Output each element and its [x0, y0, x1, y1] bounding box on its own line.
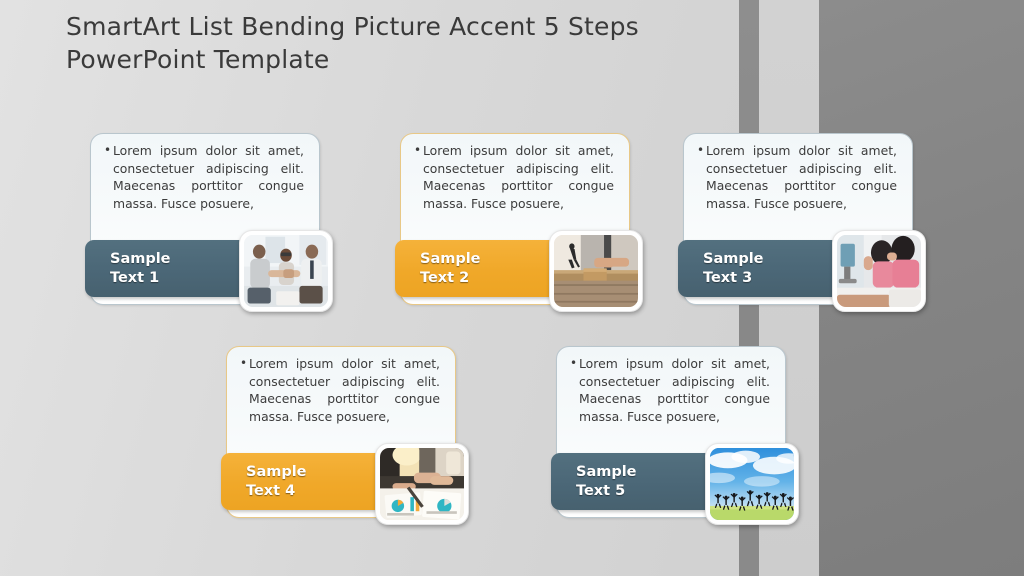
card-thumbnail-4[interactable] — [375, 443, 469, 525]
bullet-icon: • — [414, 143, 422, 157]
card-text-1: • Lorem ipsum dolor sit amet, consectetu… — [104, 142, 304, 212]
card-paragraph-4: Lorem ipsum dolor sit amet, consectetuer… — [249, 356, 440, 424]
wooden-step-blocks-photo — [554, 235, 638, 307]
card-text-3: • Lorem ipsum dolor sit amet, consectetu… — [697, 142, 897, 212]
team-desk-discussion-photo — [837, 235, 921, 307]
card-thumbnail-5[interactable] — [705, 443, 799, 525]
bullet-icon: • — [570, 356, 578, 370]
step-card-1[interactable]: • Lorem ipsum dolor sit amet, consectetu… — [85, 133, 350, 323]
bullet-icon: • — [697, 143, 705, 157]
step-card-4[interactable]: • Lorem ipsum dolor sit amet, consectetu… — [221, 346, 486, 536]
slide-title: SmartArt List Bending Picture Accent 5 S… — [66, 12, 639, 74]
card-thumbnail-2[interactable] — [549, 230, 643, 312]
card-paragraph-3: Lorem ipsum dolor sit amet, consectetuer… — [706, 143, 897, 211]
bullet-icon: • — [104, 143, 112, 157]
card-paragraph-1: Lorem ipsum dolor sit amet, consectetuer… — [113, 143, 304, 211]
card-text-2: • Lorem ipsum dolor sit amet, consectetu… — [414, 142, 614, 212]
card-label-1: Sample Text 1 — [110, 250, 171, 286]
card-text-5: • Lorem ipsum dolor sit amet, consectetu… — [570, 355, 770, 425]
bullet-icon: • — [240, 356, 248, 370]
card-label-4: Sample Text 4 — [246, 463, 307, 499]
charts-analysis-desk-photo — [380, 448, 464, 520]
card-thumbnail-3[interactable] — [832, 230, 926, 312]
card-paragraph-2: Lorem ipsum dolor sit amet, consectetuer… — [423, 143, 614, 211]
step-card-2[interactable]: • Lorem ipsum dolor sit amet, consectetu… — [395, 133, 660, 323]
step-card-5[interactable]: • Lorem ipsum dolor sit amet, consectetu… — [551, 346, 816, 536]
card-paragraph-5: Lorem ipsum dolor sit amet, consectetuer… — [579, 356, 770, 424]
card-thumbnail-1[interactable] — [239, 230, 333, 312]
people-jumping-sky-photo — [710, 448, 794, 520]
business-handshake-meeting-photo — [244, 235, 328, 307]
card-text-4: • Lorem ipsum dolor sit amet, consectetu… — [240, 355, 440, 425]
step-card-3[interactable]: • Lorem ipsum dolor sit amet, consectetu… — [678, 133, 943, 323]
card-label-5: Sample Text 5 — [576, 463, 637, 499]
card-label-3: Sample Text 3 — [703, 250, 764, 286]
card-label-2: Sample Text 2 — [420, 250, 481, 286]
